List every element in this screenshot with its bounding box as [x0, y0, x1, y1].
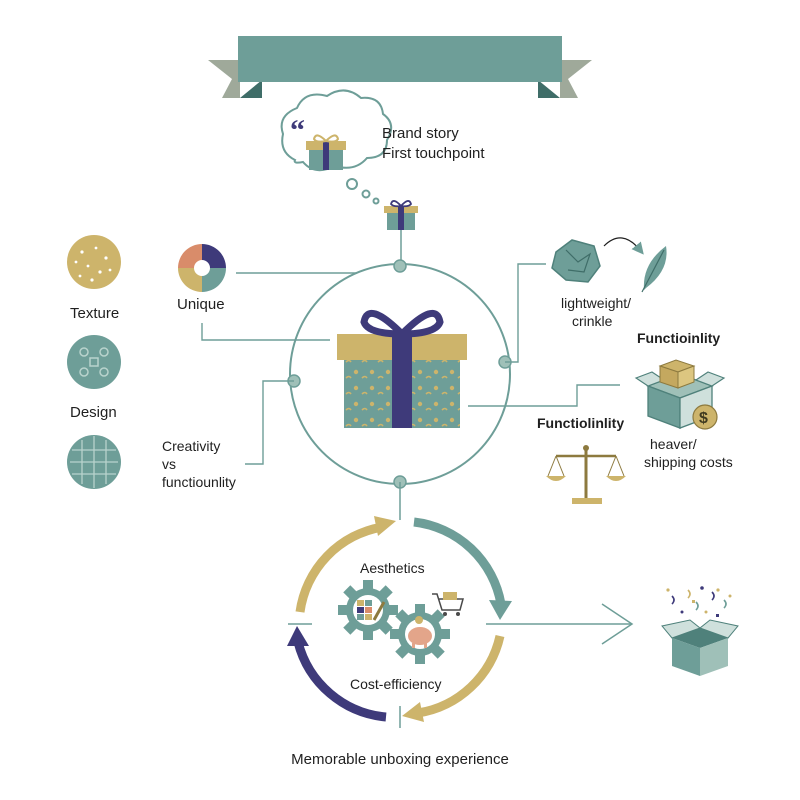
- central-gift-icon: [337, 309, 467, 428]
- crinkle-label: crinkle: [572, 313, 613, 329]
- vs-label: vs: [162, 456, 176, 472]
- grid-swatch: [67, 435, 121, 489]
- crumpled-paper-icon: [551, 239, 601, 283]
- design-label: Design: [70, 404, 117, 421]
- balance-scale-icon: [546, 445, 626, 504]
- dollar-icon: $: [699, 410, 708, 427]
- shopping-cart-icon: [432, 592, 464, 616]
- shipping-costs-label: shipping costs: [644, 454, 733, 470]
- gear-palette-icon: [338, 580, 398, 640]
- ribbon-banner: [208, 36, 592, 98]
- quote-icon: “: [290, 114, 305, 147]
- texture-swatch: [67, 235, 121, 289]
- connector-creativity: [245, 380, 294, 465]
- functionality-label-scale: Functiolinlity: [537, 415, 625, 431]
- footer-caption: Memorable unboxing experience: [291, 751, 509, 768]
- spiral-logo-icon: [178, 244, 226, 292]
- functionality-left-label: functiounlity: [162, 474, 236, 490]
- aesthetics-label: Aesthetics: [360, 560, 425, 576]
- brand-story-label: Brand story: [382, 125, 459, 142]
- lightweight-label: lightweight/: [561, 295, 632, 311]
- connector-lightweight: [505, 263, 546, 363]
- connector-unique: [201, 323, 330, 341]
- design-swatch: [67, 335, 121, 389]
- functionality-label-top: Functioinlity: [637, 330, 721, 346]
- heavier-label: heaver/: [650, 436, 697, 452]
- node-top: [393, 259, 407, 273]
- gear-piggy-icon: [390, 604, 450, 664]
- unique-label: Unique: [177, 296, 225, 313]
- first-touchpoint-label: First touchpoint: [382, 145, 485, 162]
- bubble-gift-icon: [306, 134, 346, 170]
- open-box-confetti-icon: [661, 586, 739, 676]
- connector-functionality: [468, 384, 620, 407]
- arrow-to-feather: [603, 237, 644, 255]
- feather-icon: [641, 246, 667, 293]
- small-gift-icon: [384, 200, 418, 260]
- texture-label: Texture: [70, 305, 120, 322]
- creativity-label: Creativity: [162, 438, 221, 454]
- cost-efficiency-label: Cost-efficiency: [350, 676, 442, 692]
- heavy-boxes-icon: $: [634, 359, 726, 430]
- cycle-arrows: [287, 516, 512, 722]
